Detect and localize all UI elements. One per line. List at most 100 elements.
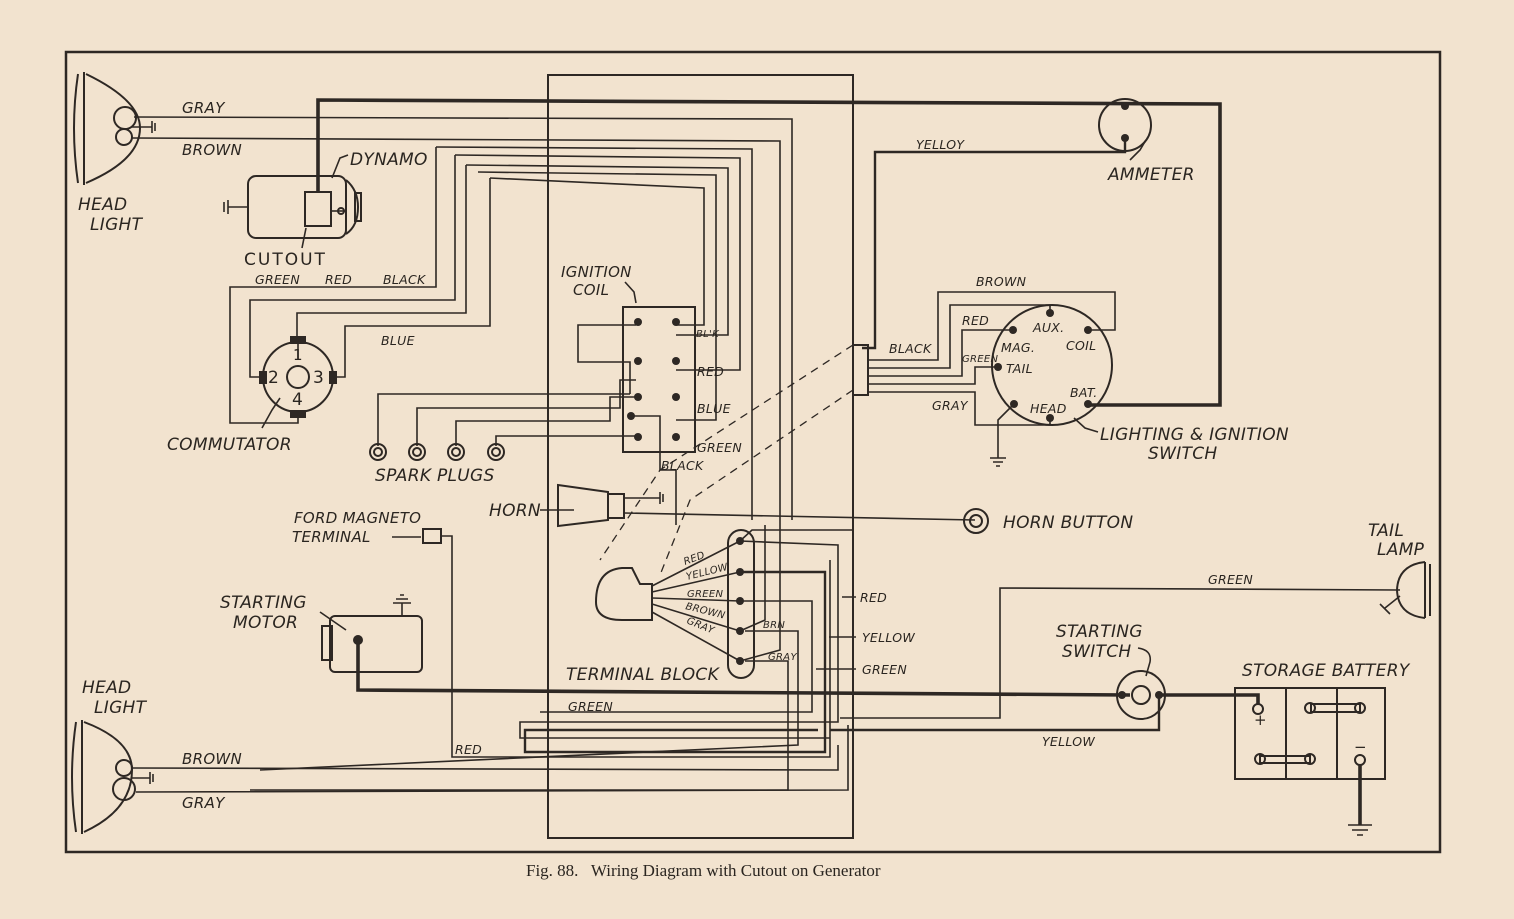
wire-bottom-gray — [135, 725, 849, 793]
battery-plus-label: + — [1254, 711, 1267, 729]
head-light-top-label-2: LIGHT — [90, 215, 144, 235]
label-green-coil: GREEN — [697, 440, 742, 455]
lighting-switch-label-1: LIGHTING & IGNITION — [1100, 425, 1289, 445]
cutout-pointer — [301, 227, 307, 249]
wire-tail-green — [840, 587, 1401, 719]
ammeter-pointer — [1129, 139, 1147, 161]
battery-minus-label: − — [1354, 738, 1367, 756]
cutout-label: CUTOUT — [244, 250, 327, 270]
commutator: 1 2 3 4 — [259, 336, 337, 418]
cutout-box — [304, 191, 332, 227]
tb-wire-top — [739, 529, 852, 542]
side-pointers — [816, 596, 856, 670]
wire-starting-motor — [356, 640, 1131, 697]
wire-bundle-2 — [454, 154, 741, 371]
tb-wire-green — [540, 600, 813, 713]
label-gray-bottom: GRAY — [182, 794, 226, 812]
dynamo-label: DYNAMO — [350, 150, 428, 170]
lighting-switch-pointer — [1073, 417, 1099, 433]
label-yellow-side: YELLOW — [862, 630, 915, 645]
lighting-switch-label-2: SWITCH — [1148, 444, 1217, 464]
wire-switch-aux — [868, 304, 1051, 369]
starting-motor-label-1: STARTING — [220, 593, 307, 613]
label-yellow-battery: YELLOW — [1042, 734, 1095, 749]
wire-ammeter-yellow — [862, 138, 1127, 350]
starting-switch-label-2: SWITCH — [1062, 642, 1131, 662]
terminal-block-leads — [651, 540, 741, 662]
terminal-block-label: TERMINAL BLOCK — [566, 665, 721, 685]
dynamo-pointer — [331, 154, 349, 179]
wire-battery-yellow — [830, 695, 1161, 732]
label-blue-cutout: BLUE — [381, 333, 415, 348]
wire-horn-button — [623, 512, 976, 521]
wire-switch-brown — [868, 291, 1116, 361]
label-green-side: GREEN — [862, 662, 907, 677]
starting-switch-label-1: STARTING — [1056, 622, 1143, 642]
label-green-tb: GREEN — [687, 589, 724, 600]
label-brown-bottom: BROWN — [182, 750, 242, 768]
wire-switch-to-battery — [1159, 693, 1260, 705]
diagram-frame — [64, 50, 1442, 854]
wire-bundle-1 — [435, 146, 753, 520]
starting-motor — [321, 594, 423, 673]
wire-plug-1b — [577, 324, 636, 394]
horn-button[interactable] — [963, 508, 989, 534]
dashed-line-2 — [659, 389, 854, 576]
commutator-label: COMMUTATOR — [167, 435, 292, 455]
spark-plugs-label: SPARK PLUGS — [375, 466, 495, 486]
wire-dynamo-main — [316, 98, 1222, 407]
tb-wire-brn — [739, 525, 766, 632]
wire-cutout-red — [249, 155, 456, 378]
wire-cutout-green — [229, 147, 437, 424]
switch-terminal-tail: TAIL — [1006, 361, 1033, 376]
head-light-top-label-1: HEAD — [78, 195, 127, 215]
wire-plug-4 — [495, 435, 636, 446]
tb-wire-brown-out — [259, 630, 799, 771]
label-black-switch: BLACK — [889, 341, 933, 356]
ammeter-label: AMMETER — [1107, 165, 1195, 185]
wire-plug-3 — [455, 396, 636, 446]
commutator-terminal-2: 2 — [268, 368, 279, 388]
wire-switch-gray — [868, 391, 1051, 426]
commutator-terminal-3: 3 — [313, 368, 324, 388]
label-black-coil: BLACK — [661, 458, 705, 473]
label-gray2-tb: GRAY — [768, 652, 797, 663]
label-red-cutout: RED — [325, 272, 352, 287]
label-green-cutout: GREEN — [255, 272, 300, 287]
wire-cutout-black — [296, 165, 467, 340]
head-light-bottom — [71, 720, 154, 834]
switch-terminal-bat: BAT. — [1070, 385, 1098, 400]
head-light-bottom-label-2: LIGHT — [94, 698, 148, 718]
tb-wire-gray-out — [250, 660, 789, 791]
label-brn-tb: BRN — [763, 620, 785, 631]
label-yellow-ammeter: YELLOY — [916, 137, 965, 152]
wire-top-gray — [133, 116, 793, 520]
spark-plugs — [369, 443, 505, 461]
dynamo — [223, 175, 362, 239]
ignition-coil-label-1: IGNITION — [561, 263, 632, 281]
switch-terminal-coil: COIL — [1066, 338, 1096, 353]
label-blue-coil: BLUE — [697, 401, 731, 416]
horn-label: HORN — [489, 501, 541, 521]
label-gray-top: GRAY — [182, 99, 226, 117]
label-blk-coil: BL'K — [696, 329, 720, 340]
wire-cutout-blue — [335, 178, 491, 378]
wire-switch-green — [868, 366, 998, 385]
label-brown-switch: BROWN — [976, 274, 1027, 289]
switch-terminal-mag: MAG. — [1001, 340, 1035, 355]
label-brown-top: BROWN — [182, 141, 242, 159]
tb-wire-red — [519, 540, 839, 739]
ford-magneto-terminal — [422, 528, 442, 544]
wire-bottom-brown — [131, 745, 839, 771]
switch-terminal-aux: AUX. — [1032, 320, 1064, 335]
label-black-cutout: BLACK — [383, 272, 427, 287]
storage-battery-label: STORAGE BATTERY — [1242, 661, 1411, 681]
label-green-switch: GREEN — [962, 354, 999, 365]
wire-switch-red — [868, 329, 1013, 377]
ignition-coil-pointer — [624, 281, 637, 304]
tail-lamp-label-2: LAMP — [1377, 540, 1425, 560]
magneto-label-2: TERMINAL — [292, 528, 371, 546]
wire-top-brown — [131, 137, 781, 525]
starting-motor-pointer — [319, 611, 347, 631]
